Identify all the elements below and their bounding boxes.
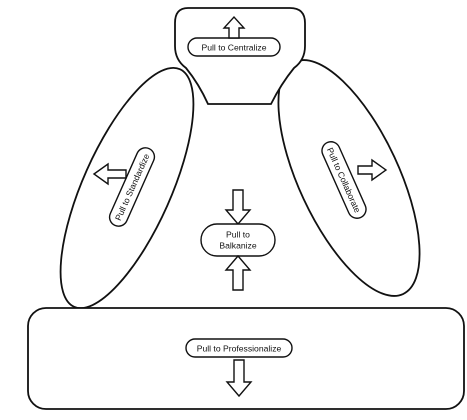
- professionalize-box: [27, 307, 465, 410]
- professionalize-region: Pull to Professionalize: [27, 307, 465, 410]
- standardize-pill: [108, 147, 156, 227]
- balkanize-top-arrow-icon: [224, 189, 252, 226]
- collaborate-pill: [321, 141, 367, 219]
- balkanize-bottom-arrow-icon: [224, 254, 252, 291]
- centralize-label: Pull to Centralize: [202, 42, 267, 52]
- balkanize-label-line2: Balkanize: [219, 240, 256, 250]
- professionalize-pill: [185, 338, 293, 358]
- balkanize-label-line1: Pull to: [226, 229, 250, 239]
- centralize-arrow-icon: [222, 15, 246, 39]
- centralize-region: Pull to Centralize: [174, 7, 306, 105]
- standardize-region: Pull to Standardize: [59, 66, 195, 310]
- professionalize-arrow-icon: [225, 359, 253, 398]
- collaborate-region: Pull to Collaborate: [277, 59, 421, 297]
- collaborate-arrow-icon: [357, 158, 388, 182]
- balkanize-region: Pull to Balkanize: [200, 189, 276, 291]
- professionalize-label: Pull to Professionalize: [197, 343, 282, 353]
- standardize-arrow-icon: [92, 162, 127, 186]
